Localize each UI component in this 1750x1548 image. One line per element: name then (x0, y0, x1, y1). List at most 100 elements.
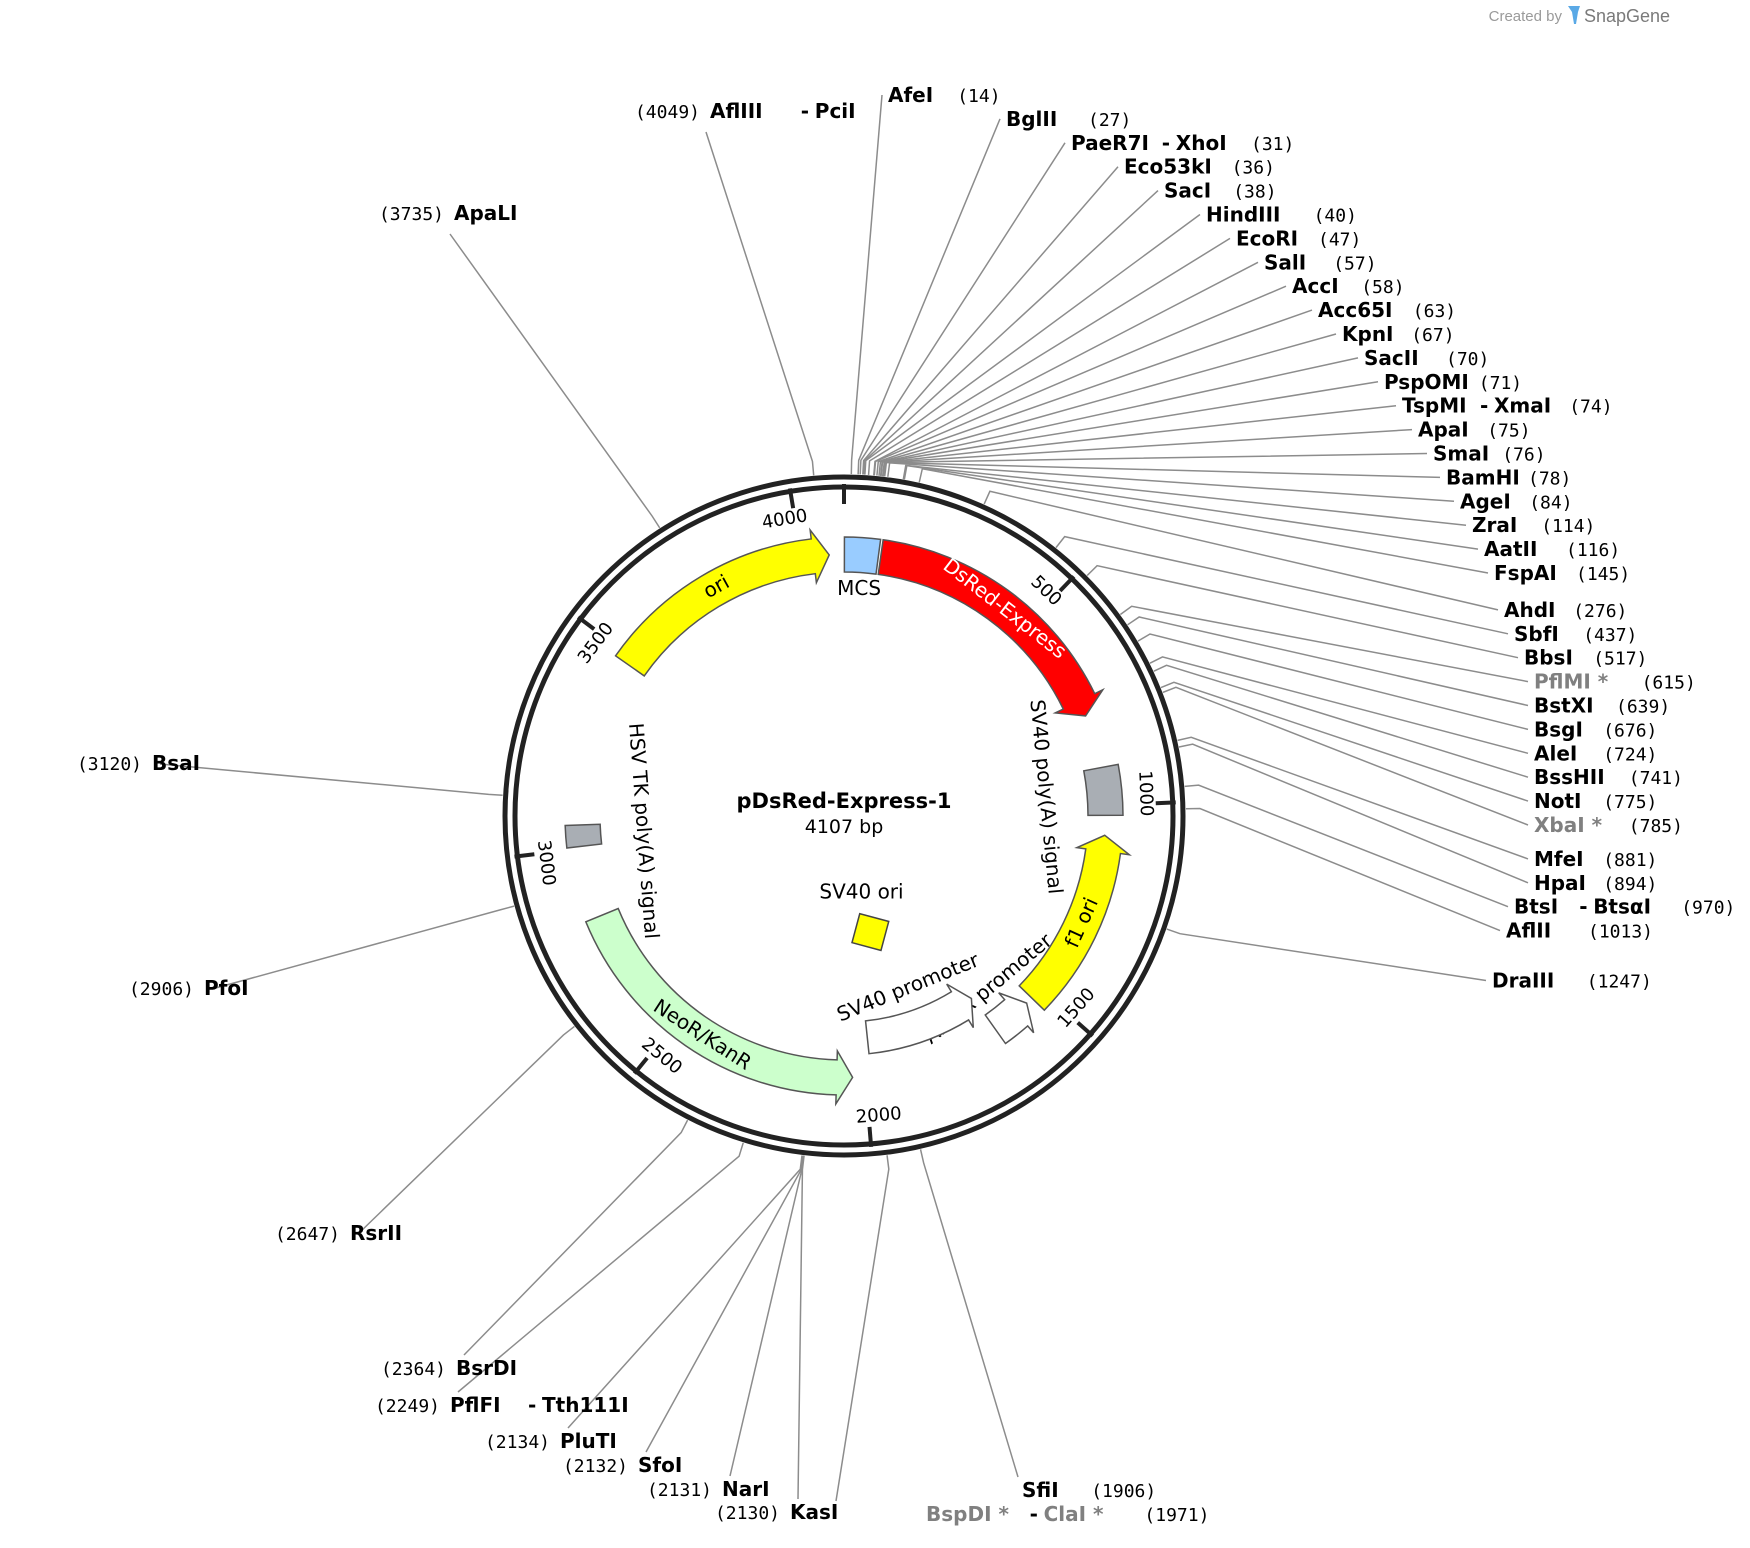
site-fspai[interactable]: FspAI(145) (1494, 561, 1630, 585)
site-nari[interactable]: (2131)NarI (647, 1477, 770, 1501)
tick-label: 3500 (574, 618, 618, 667)
site-sfii[interactable]: SfiI(1906) (1022, 1478, 1156, 1502)
site-bsshii[interactable]: BssHII(741) (1534, 765, 1683, 789)
site-separator: - (801, 99, 809, 123)
site-pflfi[interactable]: (2249)PflFI-Tth111I (375, 1393, 629, 1417)
backbone-outer-strand (502, 474, 1186, 1158)
site-leader-line (1184, 784, 1509, 908)
site-name: FspAI (1494, 561, 1557, 585)
site-position: (741) (1629, 768, 1683, 789)
site-paer7i[interactable]: PaeR7I-XhoI(31) (1071, 131, 1294, 155)
site-sfoi[interactable]: (2132)SfoI (563, 1453, 682, 1477)
site-position: (67) (1411, 325, 1454, 346)
site-aatii[interactable]: AatII(116) (1484, 537, 1620, 561)
site-smai[interactable]: SmaI(76) (1433, 442, 1546, 466)
site-hindiii[interactable]: HindIII(40) (1206, 203, 1357, 227)
site-name: SacII (1364, 346, 1419, 370)
site-sali[interactable]: SalI(57) (1264, 250, 1377, 274)
site-name: BamHI (1446, 465, 1520, 489)
site-bsai[interactable]: (3120)BsaI (77, 751, 200, 775)
site-saci[interactable]: SacI(38) (1164, 179, 1277, 203)
site-position: (775) (1603, 792, 1657, 813)
feature-ori[interactable]: ori (614, 527, 831, 677)
site-position: (2130) (715, 1503, 780, 1524)
site-kasi[interactable]: (2130)KasI (715, 1500, 838, 1524)
site-leader-line (887, 462, 1455, 503)
site-position: (74) (1569, 397, 1612, 418)
site-sacii[interactable]: SacII (70) (1364, 346, 1489, 370)
feature-sv40-promoter[interactable]: SV40 promoter (833, 947, 983, 1055)
site-acci[interactable]: AccI(58) (1292, 274, 1405, 298)
site-apai[interactable]: ApaI(75) (1418, 418, 1531, 442)
site-btsi[interactable]: BtsI-BtsαI(970) (1514, 895, 1735, 919)
site-xbai[interactable]: XbaI *(785) (1534, 813, 1683, 837)
site-position: (2364) (381, 1359, 446, 1380)
site-pflmi[interactable]: PflMI *(615) (1534, 670, 1696, 694)
site-position: (676) (1603, 720, 1657, 741)
feature-dsred-express[interactable]: DsRed-Express (877, 538, 1105, 717)
site-tspmi[interactable]: TspMI-XmaI(74) (1402, 394, 1613, 418)
site-acc65i[interactable]: Acc65I(63) (1318, 298, 1456, 322)
site-bglii[interactable]: BglII(27) (1006, 107, 1131, 131)
site-pspomi[interactable]: PspOMI(71) (1384, 370, 1522, 394)
site-position: (2906) (129, 979, 194, 1000)
site-zrai[interactable]: ZraI(114) (1472, 513, 1595, 537)
site-position: (517) (1593, 649, 1647, 670)
site-bsgi[interactable]: BsgI(676) (1534, 717, 1657, 741)
feature-mcs[interactable]: MCS (837, 536, 882, 600)
site-position: (71) (1479, 373, 1522, 394)
site-bstxi[interactable]: BstXI(639) (1534, 694, 1670, 718)
site-name: AfeI (888, 83, 933, 107)
site-agei[interactable]: AgeI(84) (1460, 489, 1573, 513)
site-noti[interactable]: NotI(775) (1534, 789, 1657, 813)
site-position: (1971) (1144, 1505, 1209, 1526)
site-position: (70) (1446, 349, 1489, 370)
site-kpni[interactable]: KpnI(67) (1342, 322, 1455, 346)
tick-mark (632, 1056, 649, 1075)
site-name: AccI (1292, 274, 1339, 298)
site-position: (27) (1088, 110, 1131, 131)
site-name: AleI (1534, 741, 1577, 765)
site-name: ApaI (1418, 418, 1469, 442)
site-leader-line (1153, 664, 1529, 778)
site-sbfi[interactable]: SbfI(437) (1514, 622, 1637, 646)
site-rsrii[interactable]: (2647)RsrII (275, 1221, 402, 1245)
site-leader-line (1055, 535, 1509, 635)
site-bamhi[interactable]: BamHI(78) (1446, 465, 1571, 489)
feature-sv40-ori[interactable]: SV40 ori (819, 880, 904, 952)
site-bbsi[interactable]: BbsI(517) (1524, 646, 1647, 670)
site-ahdi[interactable]: AhdI(276) (1504, 598, 1627, 622)
feature-hsv-tk-poly-a-signal[interactable]: HSV TK poly(A) signal (564, 722, 664, 940)
site-leader-line (864, 213, 1201, 475)
site-hpai[interactable]: HpaI(894) (1534, 871, 1657, 895)
site-pluti[interactable]: (2134)PluTI (485, 1429, 617, 1453)
site-name: PaeR7I (1071, 131, 1149, 155)
site-name: Eco53kI (1124, 155, 1212, 179)
site-separator: - (528, 1393, 536, 1417)
site-ecori[interactable]: EcoRI(47) (1236, 226, 1361, 250)
site-draiii[interactable]: DraIII(1247) (1492, 969, 1652, 993)
site-leader-line (867, 237, 1231, 475)
site-bsrdi[interactable]: (2364)BsrDI (381, 1356, 517, 1380)
site-leader-line (1160, 681, 1529, 802)
site-eco53ki[interactable]: Eco53kI(36) (1124, 155, 1275, 179)
tick-mark (787, 488, 796, 509)
site-name: NarI (722, 1477, 770, 1501)
site-mfei[interactable]: MfeI(881) (1534, 847, 1657, 871)
site-bspdi[interactable]: BspDI *-ClaI *(1971) (926, 1502, 1209, 1526)
feature-f1-ori[interactable]: f1 ori (1018, 834, 1132, 1012)
site-alei[interactable]: AleI(724) (1534, 741, 1657, 765)
site-afliii[interactable]: (4049)AflIII-PciI (635, 99, 856, 123)
site-name: HindIII (1206, 203, 1280, 227)
site-name: SalI (1264, 250, 1306, 274)
plasmid-name: pDsRed-Express-1 (737, 789, 952, 813)
site-pfoi[interactable]: (2906)PfoI (129, 976, 249, 1000)
site-position: (47) (1318, 229, 1361, 250)
site-aflii[interactable]: AflII(1013) (1506, 919, 1653, 943)
snapgene-credit[interactable]: Created by SnapGene (1489, 6, 1670, 26)
site-afei[interactable]: AfeI(14) (888, 83, 1001, 107)
tick-label: 3000 (533, 839, 559, 887)
site-apali[interactable]: (3735)ApaLI (379, 201, 518, 225)
site-leader-line (881, 404, 1397, 477)
